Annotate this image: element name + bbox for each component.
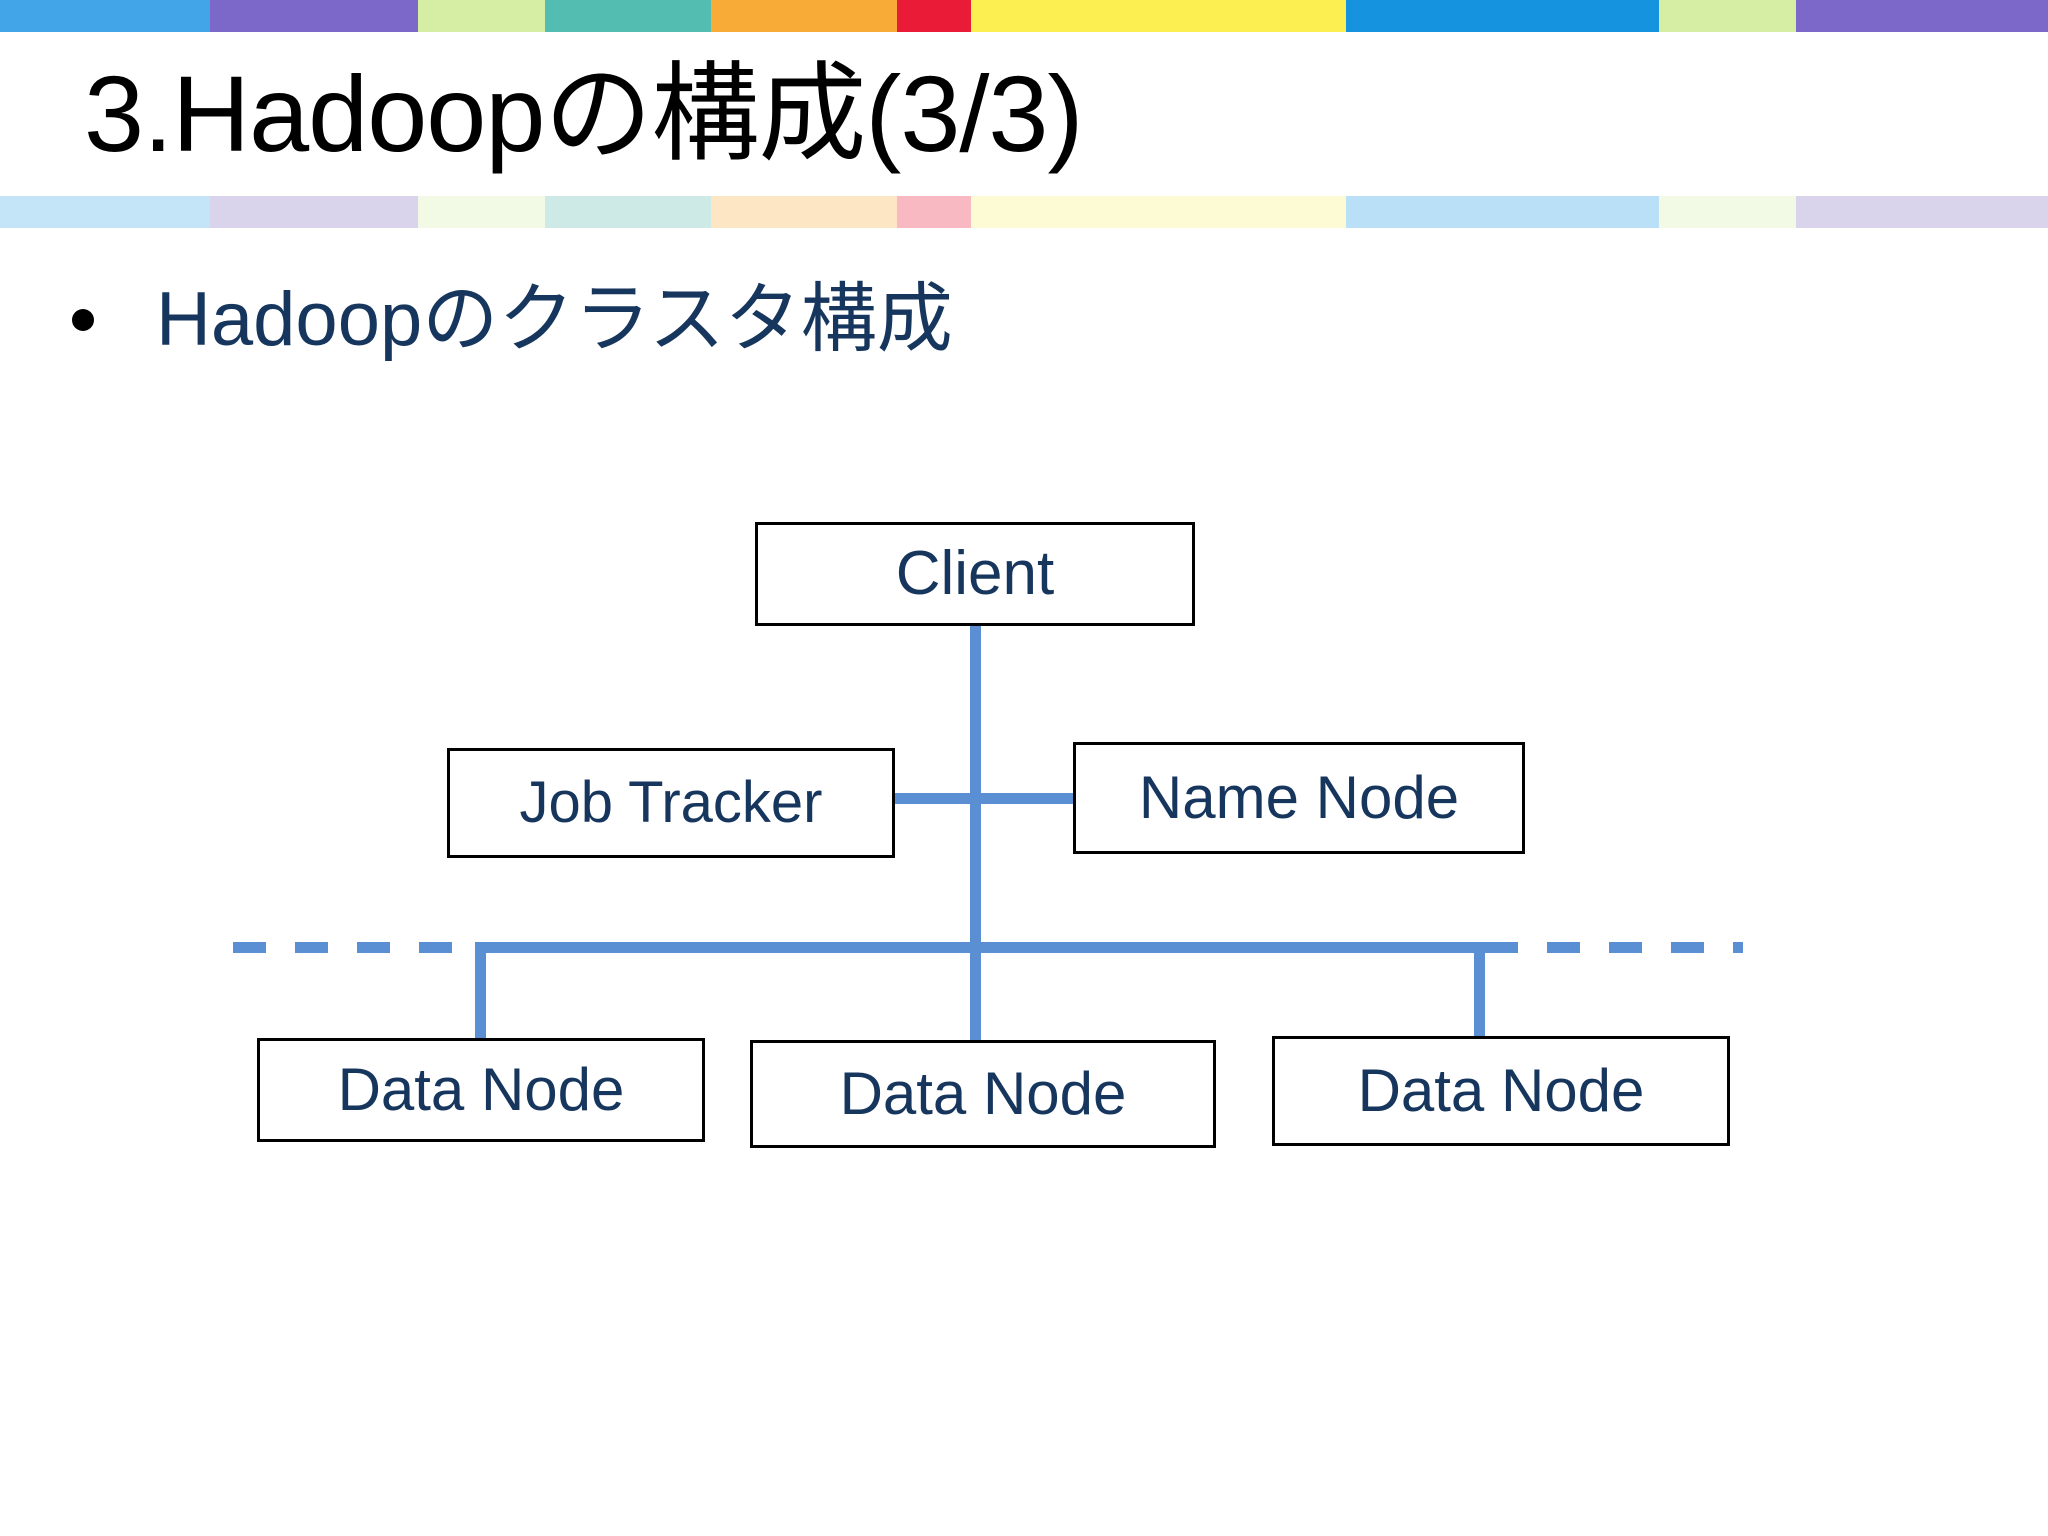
- diagram-node-client[interactable]: Client: [755, 522, 1195, 626]
- bottom-color-stripe-band: [0, 196, 2048, 228]
- connector-datanode-rail-horizontal: [475, 942, 1485, 953]
- bottom-stripe-segment-10: [1796, 196, 2048, 228]
- connector-jobtracker-namenode-horizontal: [890, 793, 1080, 804]
- diagram-node-name-node[interactable]: Name Node: [1073, 742, 1525, 854]
- top-stripe-segment-9: [1659, 0, 1796, 32]
- top-stripe-segment-3: [418, 0, 545, 32]
- diagram-node-job-tracker[interactable]: Job Tracker: [447, 748, 895, 858]
- diagram-node-data-node-3[interactable]: Data Node: [1272, 1036, 1730, 1146]
- diagram-node-client-label: Client: [895, 539, 1055, 608]
- connector-rail-to-datanode-left: [475, 942, 486, 1046]
- connector-rack-boundary-dashed-right: [1485, 942, 1743, 953]
- bottom-stripe-segment-7: [971, 196, 1346, 228]
- bottom-stripe-segment-3: [418, 196, 545, 228]
- connector-client-to-datanode-vertical: [970, 622, 981, 1044]
- bottom-stripe-segment-1: [0, 196, 210, 228]
- diagram-node-data-node-1[interactable]: Data Node: [257, 1038, 705, 1142]
- bottom-stripe-segment-8: [1346, 196, 1659, 228]
- top-stripe-segment-1: [0, 0, 210, 32]
- top-color-stripe-band: [0, 0, 2048, 32]
- top-stripe-segment-10: [1796, 0, 2048, 32]
- bullet-item-label: Hadoopのクラスタ構成: [156, 277, 953, 362]
- top-stripe-segment-6: [897, 0, 971, 32]
- top-stripe-segment-5: [711, 0, 897, 32]
- top-stripe-segment-8: [1346, 0, 1659, 32]
- diagram-node-name-node-label: Name Node: [1138, 764, 1460, 831]
- connector-rack-boundary-dashed-left: [233, 942, 475, 953]
- bottom-stripe-segment-2: [210, 196, 418, 228]
- top-stripe-segment-2: [210, 0, 418, 32]
- diagram-node-job-tracker-label: Job Tracker: [519, 770, 823, 835]
- bullet-point-icon: [72, 309, 94, 331]
- diagram-node-data-node-2[interactable]: Data Node: [750, 1040, 1216, 1148]
- diagram-node-data-node-2-label: Data Node: [839, 1060, 1127, 1127]
- bottom-stripe-segment-4: [545, 196, 711, 228]
- bottom-stripe-segment-5: [711, 196, 897, 228]
- page-title: 3.Hadoopの構成(3/3): [84, 53, 1083, 174]
- top-stripe-segment-7: [971, 0, 1346, 32]
- bottom-stripe-segment-6: [897, 196, 971, 228]
- bullet-list-item: Hadoopのクラスタ構成: [72, 272, 953, 368]
- bottom-stripe-segment-9: [1659, 196, 1796, 228]
- connector-rail-to-datanode-right: [1474, 942, 1485, 1044]
- diagram-node-data-node-3-label: Data Node: [1357, 1057, 1645, 1124]
- diagram-node-data-node-1-label: Data Node: [337, 1056, 625, 1123]
- top-stripe-segment-4: [545, 0, 711, 32]
- title-bar: 3.Hadoopの構成(3/3): [0, 32, 2048, 196]
